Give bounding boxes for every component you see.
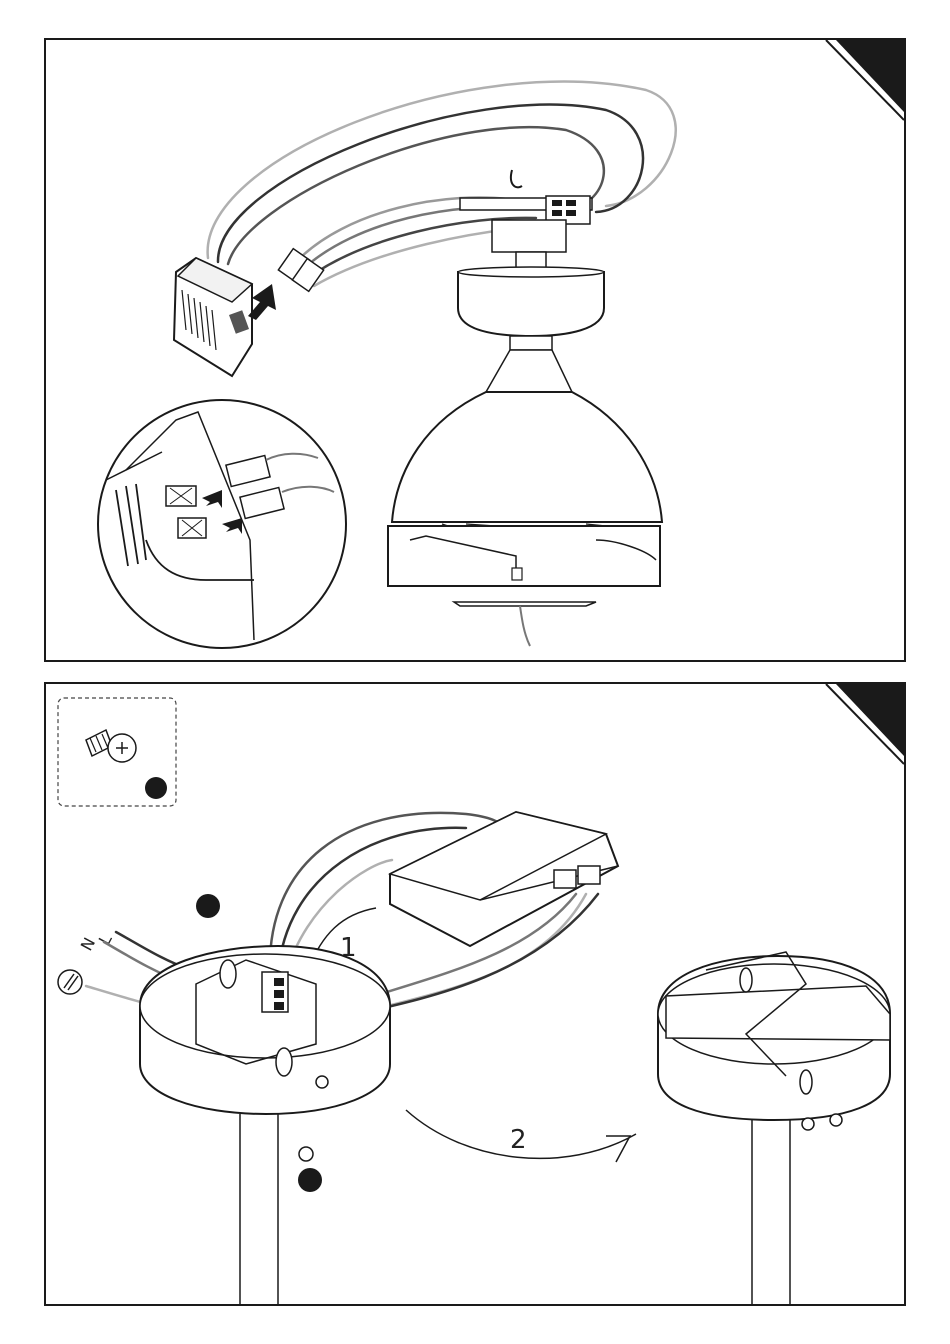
step-panel-top — [44, 38, 906, 662]
receiver-box — [390, 812, 618, 946]
light-shade — [392, 392, 662, 526]
fan-motor-housing — [458, 252, 604, 392]
arrow-label-two: 2 — [510, 1125, 527, 1155]
step-badge — [298, 1168, 322, 1192]
step-two-illustration: L N — [46, 684, 904, 1304]
parts-inset — [58, 698, 176, 806]
light-base — [388, 526, 660, 646]
receiver-box — [174, 258, 252, 376]
step-panel-bottom: L N — [44, 682, 906, 1306]
part-badge — [145, 777, 167, 799]
step-corner-badge — [826, 40, 904, 120]
detail-callout — [98, 400, 346, 648]
ceiling-canopy-assembled — [658, 952, 890, 1304]
step-badge — [196, 894, 220, 918]
rotate-arrow-two: 2 — [406, 1110, 636, 1162]
fan-mount-bracket — [460, 170, 592, 252]
ground-symbol-icon — [58, 970, 82, 994]
step-one-illustration — [46, 40, 904, 660]
step-corner-badge — [826, 684, 904, 764]
wire-bundle — [208, 82, 676, 286]
ceiling-canopy — [140, 946, 390, 1304]
